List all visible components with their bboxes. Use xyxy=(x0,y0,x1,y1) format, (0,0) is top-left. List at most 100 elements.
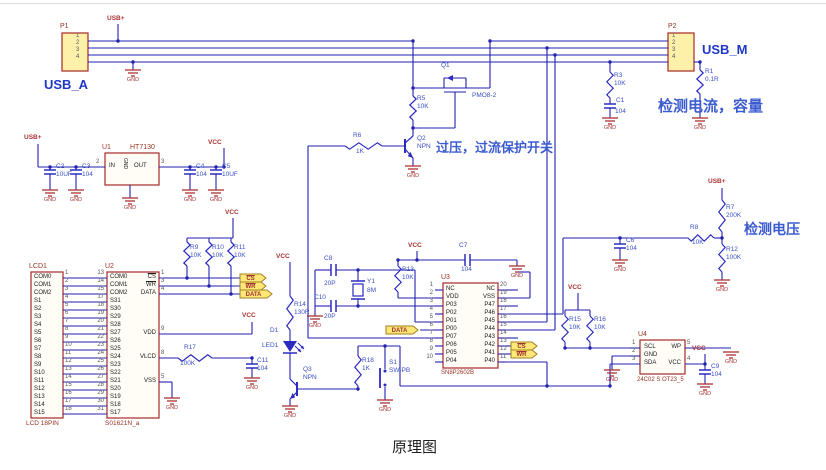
resistor-value-R15: 10K xyxy=(569,324,581,331)
component-boxes xyxy=(30,32,695,419)
u3-pin-label: P01 xyxy=(446,318,457,324)
power-net-label-vcc: VCC xyxy=(276,253,290,260)
capacitor-ref-C10: C10 xyxy=(314,294,326,301)
net-flag-cs: CS xyxy=(246,275,255,282)
u2-pin-label: S26 xyxy=(110,338,121,344)
power-net-label-vcc: VCC xyxy=(692,345,706,352)
label-2: 2 xyxy=(96,159,100,165)
u4-pin-label: VCC xyxy=(668,360,681,366)
capacitor-value-C1: 104 xyxy=(615,108,626,115)
part-value-Q3: NPN xyxy=(303,374,317,381)
resistor-value-R7: 200K xyxy=(726,212,742,219)
u2-pin-label: COM1 xyxy=(110,282,128,288)
u3-pin-number: 9 xyxy=(429,346,433,352)
annotation-text: 过压，过流保护开关 xyxy=(436,140,554,155)
u2-pin-label: S28 xyxy=(110,322,121,328)
u3-pin-number: 7 xyxy=(429,330,433,336)
connector-name-usb-m: USB_M xyxy=(702,42,748,57)
u4-pin-number: 2 xyxy=(632,348,636,354)
gnd-label: GND xyxy=(126,77,140,83)
u2-pin-number: 15 xyxy=(97,286,104,292)
lcd1-pin-number: 17 xyxy=(65,398,72,404)
u2-pin-number: 17 xyxy=(97,294,104,300)
capacitor-value-C11: 104 xyxy=(257,365,268,372)
u2-pin-number: 20 xyxy=(97,318,104,324)
u2-pin-number: 28 xyxy=(97,382,104,388)
u2-pin-number: 27 xyxy=(97,374,104,380)
u3-pin-label: P07 xyxy=(446,334,457,340)
gnd-label: GND xyxy=(406,173,420,179)
u2-right-pin-label: WR xyxy=(146,282,156,288)
lcd1-pin-number: 2 xyxy=(65,278,69,284)
gnd-label: GND xyxy=(123,205,137,211)
lcd1-pin-label: S12 xyxy=(34,386,45,392)
capacitor-ref-C8: C8 xyxy=(324,255,333,262)
u2-pin-label: S25 xyxy=(110,346,121,352)
u3-pin-number: 4 xyxy=(429,306,433,312)
p1-pin-number: 3 xyxy=(76,47,80,53)
gnd-label: GND xyxy=(43,197,57,203)
part-value-D1: LED1 xyxy=(262,342,279,349)
gnd-label: GND xyxy=(283,413,297,419)
lcd1-pin-number: 7 xyxy=(65,318,69,324)
gnd-label: GND xyxy=(245,385,259,391)
figure-caption: 原理图 xyxy=(392,439,438,456)
u2-pin-number: 13 xyxy=(97,270,104,276)
power-net-label-vcc: VCC xyxy=(208,139,222,146)
lcd1-pin-label: S10 xyxy=(34,370,45,376)
lcd1-pin-label: S11 xyxy=(34,378,45,384)
capacitor-value-C2: 10UF xyxy=(56,171,72,178)
resistor-value-R1: 0.1R xyxy=(705,76,719,83)
u3-pin-label: P00 xyxy=(446,326,457,332)
part-value-S1: SW-PB xyxy=(389,367,411,374)
ground-symbols xyxy=(42,69,739,413)
gnd-label: GND xyxy=(308,323,322,329)
lcd1-pin-number: 14 xyxy=(65,374,72,380)
lcd1-pin-label: S4 xyxy=(34,322,42,328)
power-net-label-vcc: VCC xyxy=(242,312,256,319)
gnd-label: GND xyxy=(698,391,712,397)
lcd1-pin-number: 13 xyxy=(65,366,72,372)
resistor-ref-R13: R13 xyxy=(402,266,414,273)
u2-right-pin-number: 8 xyxy=(161,350,165,356)
resistor-ref-R12: R12 xyxy=(726,246,738,253)
annotation-text: 检测电压 xyxy=(744,221,800,237)
u2-pin-number: 30 xyxy=(97,398,104,404)
annotation-text: 检测电流，容量 xyxy=(658,98,764,115)
resistor-value-R17: 100K xyxy=(180,360,196,367)
u2-right-pin-number: 9 xyxy=(161,326,165,332)
u3-pin-number: 1 xyxy=(429,282,433,288)
power-net-label-usb-plus: USB+ xyxy=(107,15,125,22)
u3-pin-number: 19 xyxy=(500,290,507,296)
capacitor-ref-C11: C11 xyxy=(257,357,269,364)
u3-stubs xyxy=(435,289,506,363)
p2-pin-number: 1 xyxy=(672,33,676,39)
resistor-value-R5: 10K xyxy=(417,103,429,110)
u3-pin-number: 12 xyxy=(500,346,507,352)
part-value-Q2: NPN xyxy=(417,143,431,150)
u3-pin-label: P02 xyxy=(446,310,457,316)
u4-pin-label: SCL xyxy=(644,344,656,350)
u2-right-pin-label: CS xyxy=(147,274,156,280)
u3-pin-number: 15 xyxy=(500,322,507,328)
u3-pin-label: NC xyxy=(446,286,455,292)
gnd-label: GND xyxy=(209,197,223,203)
resistor-ref-R3: R3 xyxy=(614,72,623,79)
ic-part-lcd1: LCD 18PIN xyxy=(26,420,59,427)
resistor-value-R10: 10K xyxy=(212,252,224,259)
resistor-value-R3: 10K xyxy=(614,80,626,87)
capacitor-ref-C2: C2 xyxy=(56,163,65,170)
u2-pin-label: S24 xyxy=(110,354,121,360)
net-flag-data: DATA xyxy=(391,327,408,334)
u4-pin-number: 1 xyxy=(632,340,636,346)
power-net-label-usb-plus: USB+ xyxy=(24,134,42,141)
u2-right-pin-label: VLCD xyxy=(139,354,156,360)
wires xyxy=(37,24,731,406)
u2-pin-label: S19 xyxy=(110,394,121,400)
capacitor-ref-C3: C3 xyxy=(82,163,91,170)
u4-pin-number: 4 xyxy=(687,356,691,362)
capacitor-ref-C4: C4 xyxy=(196,163,205,170)
lcd1-pin-label: S2 xyxy=(34,306,42,312)
gnd-label: GND xyxy=(724,359,738,365)
